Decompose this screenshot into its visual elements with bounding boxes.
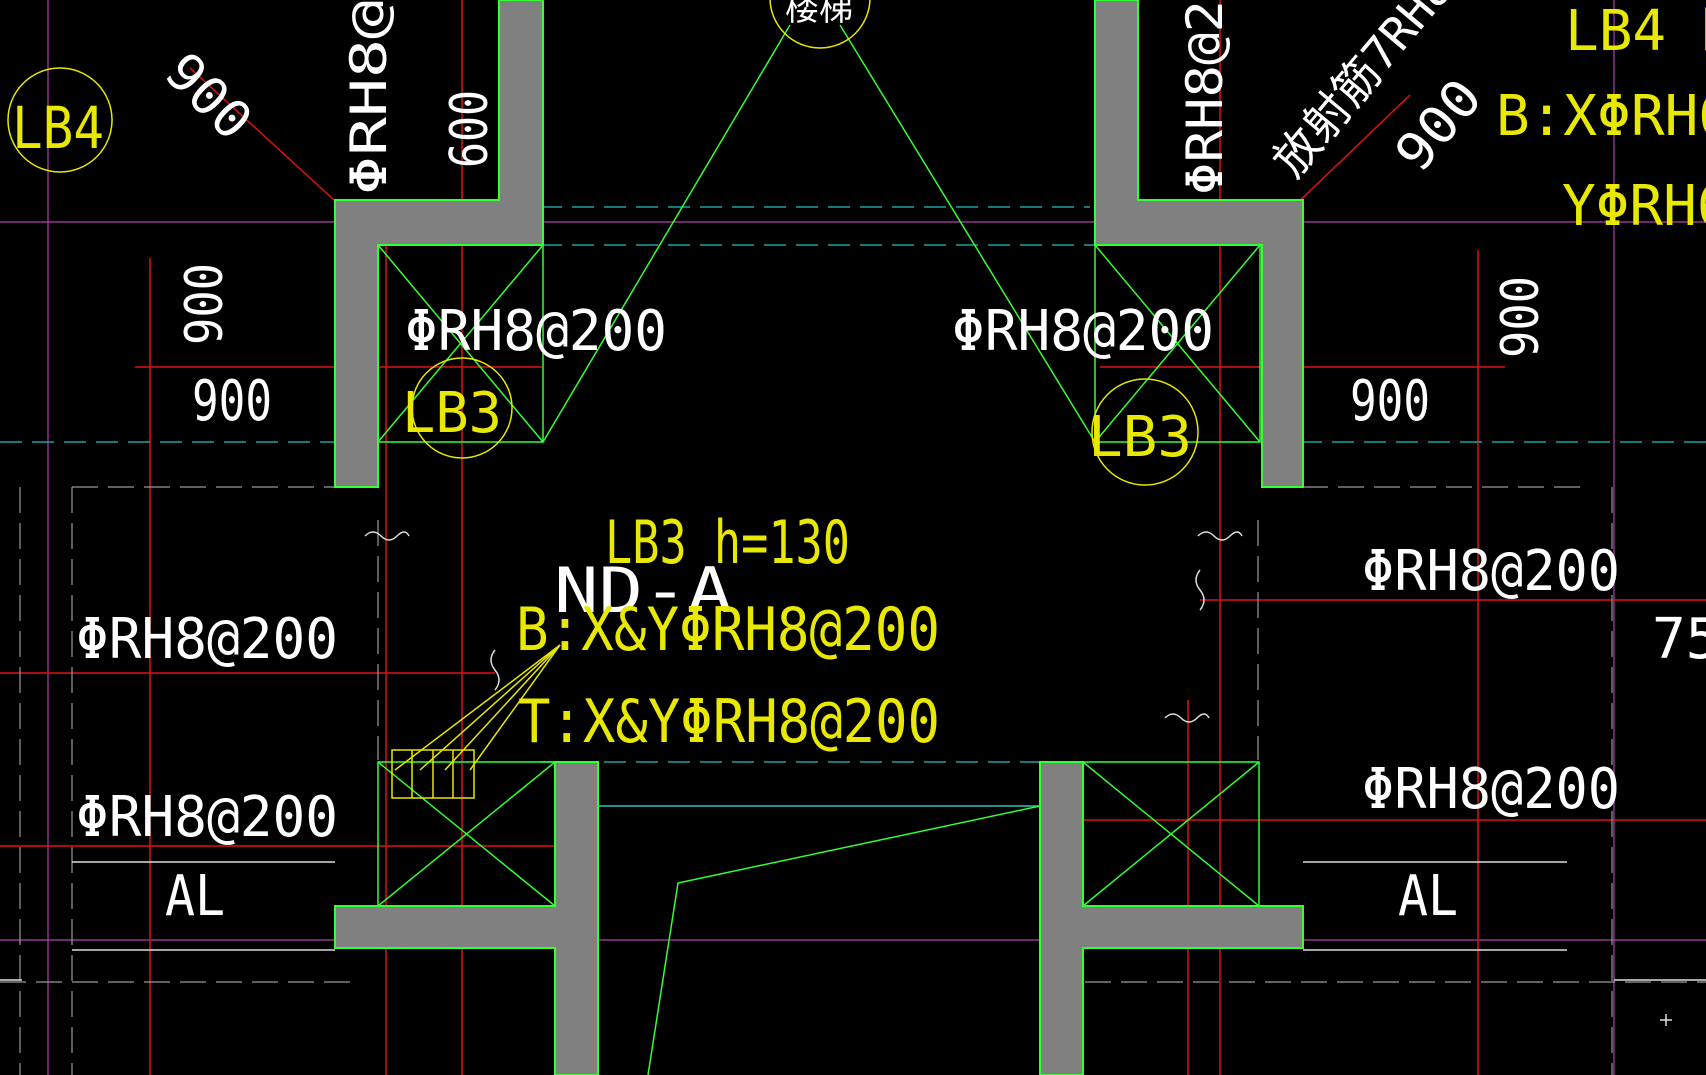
rebar-label-upper-left: ΦRH8@200	[405, 299, 667, 364]
break-squiggles	[364, 531, 1243, 723]
bottom-rebar-label: B:X&YΦRH8@200	[516, 595, 940, 665]
lb3-height-label: LB3 h=130	[605, 508, 850, 578]
rebar-label-upper-right: ΦRH8@200	[952, 299, 1214, 364]
al-label-left: AL	[165, 864, 225, 929]
tag-circles	[7, 0, 1199, 486]
dim-900-left: 900	[192, 369, 272, 434]
stair-tag-circle	[769, 0, 871, 49]
opening-cross-tl-2	[377, 244, 544, 443]
lb3-tag-circle-right	[1091, 378, 1199, 486]
squiggle-4	[490, 649, 500, 691]
opening-box-bottom-right	[1082, 761, 1260, 907]
leader-line-4	[469, 644, 561, 771]
opening-box-top-left	[377, 244, 544, 443]
dim-900-left-vertical: 900	[175, 263, 235, 345]
top-rebar-label: T:X&YΦRH8@200	[518, 687, 940, 757]
dim-600: 600	[440, 90, 500, 168]
leader-lines	[391, 644, 561, 799]
rebar-label-vertical-left: ΦRH8@	[340, 0, 398, 195]
squiggle-1	[364, 531, 410, 541]
lb4-bottom-rebar-label: B:XΦRH6	[1496, 84, 1706, 149]
opening-boxes	[377, 244, 1261, 907]
red-diagonal-left	[189, 67, 359, 223]
leader-line-2	[419, 644, 561, 771]
squiggle-5	[1195, 569, 1205, 611]
dim-900-top-left: 900	[153, 42, 263, 152]
dim-75: 75	[1652, 607, 1706, 672]
nd-a-label: ND-A	[554, 554, 732, 627]
opening-cross-br-2	[1082, 761, 1260, 907]
squiggle-2	[1197, 531, 1243, 541]
al-label-right: AL	[1398, 864, 1458, 929]
rebar-label-mid-left: ΦRH8@200	[76, 607, 338, 672]
leader-line-1	[394, 644, 561, 771]
rebar-label-lower-left: ΦRH8@200	[76, 785, 338, 850]
lb4-tag-circle	[7, 67, 113, 173]
dim-900-right-vertical: 900	[1491, 276, 1551, 358]
lb3-tag-label-right: LB3	[1088, 405, 1192, 470]
leader-line-3	[444, 644, 561, 771]
stair-break-lines	[542, 24, 1096, 1075]
stair-line-bottom	[647, 805, 1041, 1075]
rebar-label-mid-right: ΦRH8@200	[1362, 539, 1620, 604]
outline-lines	[0, 861, 1706, 1026]
annotations: 楼梯 LB4 LB4 h= B:XΦRH6 YΦRH6 LB3 LB3 LB3 …	[12, 0, 1706, 929]
lb4-y-rebar-label: YΦRH6	[1562, 174, 1706, 239]
red-diagonal-right	[1289, 94, 1411, 211]
beam-lines	[0, 206, 1706, 1075]
wall-left-upper	[334, 0, 544, 488]
lb3-tag-circle-left	[411, 357, 513, 459]
opening-cross-tr-2	[1094, 244, 1261, 443]
squiggle-3	[1164, 713, 1210, 723]
lb3-tag-label-left: LB3	[402, 381, 502, 446]
stair-line-right	[839, 24, 1096, 443]
stair-line-left	[542, 24, 791, 443]
opening-cross-bl-2	[377, 761, 556, 907]
opening-box-top-right	[1094, 244, 1261, 443]
opening-box-bottom-left	[377, 761, 556, 907]
wall-right-lower	[1039, 761, 1304, 1075]
stair-label: 楼梯	[785, 0, 853, 29]
lb4-tag-label: LB4	[12, 94, 104, 162]
lb4-height-label: LB4 h=	[1565, 0, 1706, 64]
plus-mark-icon	[1660, 1014, 1672, 1026]
dim-900-right: 900	[1350, 369, 1430, 434]
rebar-label-vertical-right: ΦRH8@2	[1176, 0, 1234, 195]
rebar-label-lower-right: ΦRH8@200	[1362, 757, 1620, 822]
wall-left-lower	[334, 761, 599, 1075]
dim-900-top-right: 900	[1384, 68, 1494, 183]
